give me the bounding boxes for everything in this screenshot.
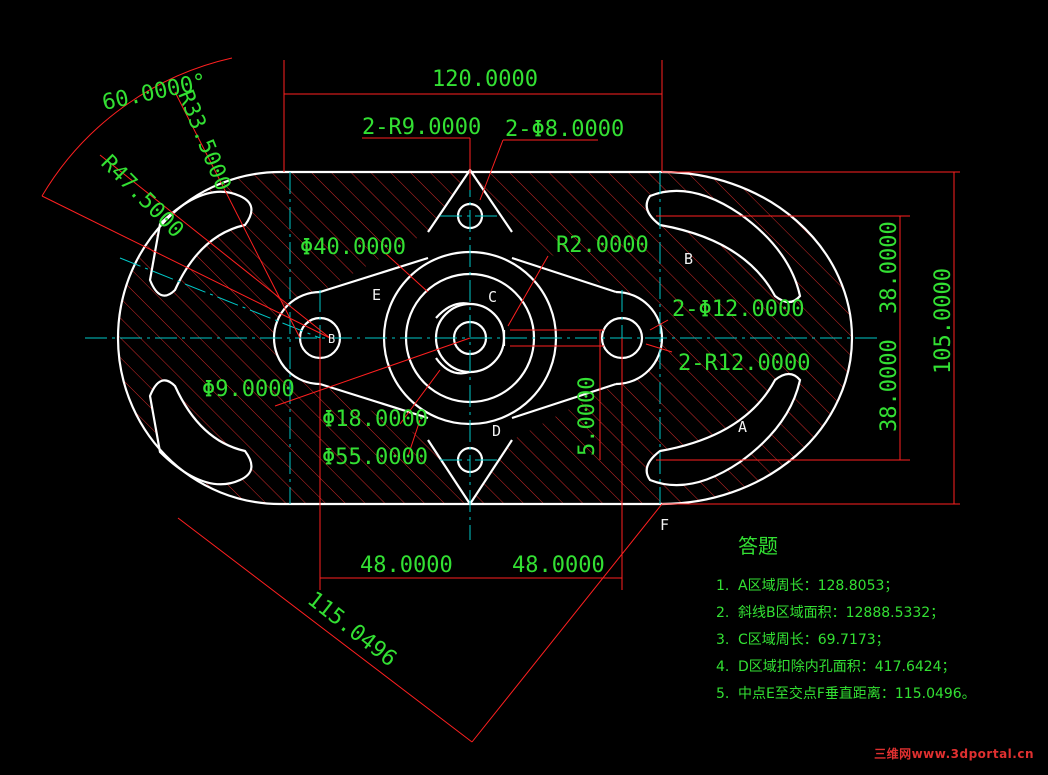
- dimension-lines: [41, 57, 960, 743]
- dim-lug-radius: 2-R9.0000: [362, 115, 481, 140]
- center-lines: [85, 140, 880, 540]
- answer-item-4: 4. D区域扣除内孔面积：417.6424；: [716, 654, 976, 681]
- answer-item-3: 3. C区域周长：69.7173；: [716, 627, 976, 654]
- watermark: 三维网www.3dportal.cn: [874, 747, 1034, 761]
- label-b-small: B: [328, 332, 335, 346]
- dim-right-span: 48.0000: [512, 553, 605, 578]
- label-c: C: [488, 288, 497, 306]
- link-plate: [319, 256, 617, 420]
- dim-upper-gap: 38.0000: [877, 221, 902, 314]
- dim-lower-gap: 38.0000: [877, 339, 902, 432]
- slot-lower-right: [645, 372, 802, 487]
- answer-text: C区域周长：69.7173；: [738, 632, 890, 648]
- label-e: E: [372, 286, 381, 304]
- answer-text: D区域扣除内孔面积：417.6424；: [738, 659, 956, 675]
- answer-num: 2.: [716, 605, 730, 621]
- answer-text: 斜线B区域面积：12888.5332；: [738, 605, 945, 621]
- dim-overall-height: 105.0000: [931, 268, 956, 374]
- answer-num: 5.: [716, 686, 730, 702]
- dim-r-inner: R33.5000: [172, 87, 235, 195]
- answer-title: 答题: [738, 534, 778, 558]
- answer-num: 4.: [716, 659, 730, 675]
- answer-text: A区域周长：128.8053；: [738, 578, 899, 594]
- dim-lug-hole: 2-Φ8.0000: [505, 117, 624, 142]
- label-b: B: [684, 250, 693, 268]
- dim-side-hole: 2-Φ12.0000: [672, 297, 804, 322]
- dim-overall-width: 120.0000: [432, 67, 538, 92]
- slot-upper-left: [148, 190, 253, 297]
- dim-small-hole: Φ9.0000: [202, 377, 295, 402]
- answer-num: 1.: [716, 578, 730, 594]
- answer-list: 1.A区域周长：128.8053； 2.斜线B区域面积：12888.5332； …: [716, 573, 976, 708]
- dim-offset: 5.0000: [575, 377, 600, 456]
- answer-item-1: 1. A区域周长：128.8053；: [716, 573, 976, 600]
- dim-side-radius: 2-R12.0000: [678, 351, 810, 376]
- dim-boss-dia: Φ40.0000: [300, 235, 406, 260]
- answer-item-2: 2. 斜线B区域面积：12888.5332；: [716, 600, 976, 627]
- spoke-2: [435, 357, 471, 375]
- label-d: D: [492, 422, 501, 440]
- label-f: F: [660, 516, 669, 534]
- answer-num: 3.: [716, 632, 730, 648]
- spoke-1: [435, 302, 471, 319]
- answer-text: 中点E至交点F垂直距离：115.0496。: [738, 686, 976, 702]
- dim-left-span: 48.0000: [360, 553, 453, 578]
- cutouts: [150, 170, 800, 504]
- label-a: A: [738, 418, 747, 436]
- dim-hub-dia: Φ18.0000: [322, 407, 428, 432]
- dim-flange-dia: Φ55.0000: [322, 445, 428, 470]
- dim-diagonal: 115.0496: [302, 587, 401, 672]
- dim-fillet: R2.0000: [556, 233, 649, 258]
- slot-lower-left: [148, 379, 253, 486]
- region-labels: A B C D E F B: [328, 250, 747, 534]
- answer-item-5: 5. 中点E至交点F垂直距离：115.0496。: [716, 681, 976, 708]
